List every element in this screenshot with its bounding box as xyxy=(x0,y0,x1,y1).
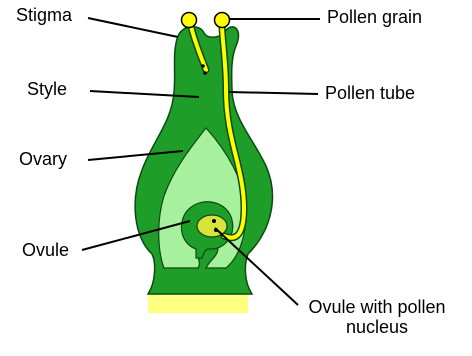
ovule-nucleus-1 xyxy=(212,219,216,223)
label-pollen-tube: Pollen tube xyxy=(325,84,415,104)
label-ovule: Ovule xyxy=(22,241,69,261)
receptacle xyxy=(148,294,248,313)
pollen-tube-arrow xyxy=(229,92,318,94)
stigma-arrow xyxy=(88,18,178,37)
tube-nucleus-1 xyxy=(201,64,205,68)
tube-nucleus-2 xyxy=(203,71,207,75)
label-stigma: Stigma xyxy=(16,6,72,26)
label-ovary: Ovary xyxy=(19,150,67,170)
label-ovule-nucleus-line2: nucleus xyxy=(287,318,467,338)
label-ovule-with-pollen-nucleus: Ovule with pollen nucleus xyxy=(287,298,467,338)
pollen-grain-right xyxy=(215,13,230,28)
label-style: Style xyxy=(27,80,67,100)
label-ovule-nucleus-line1: Ovule with pollen xyxy=(287,298,467,318)
label-pollen-grain: Pollen grain xyxy=(327,8,422,28)
pollen-grain-left xyxy=(182,13,197,28)
